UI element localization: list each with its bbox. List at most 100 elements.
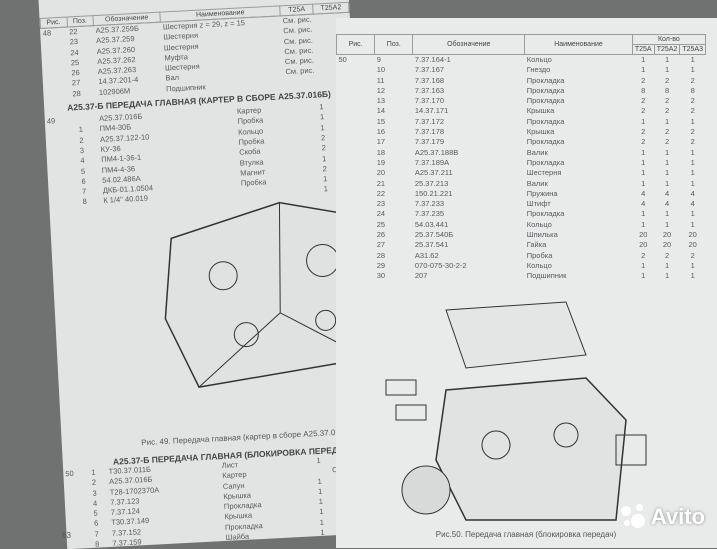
table-cell: Прокладка	[526, 137, 565, 147]
table-cell: 4	[690, 199, 695, 209]
table-cell: 7.37.189А	[414, 157, 450, 167]
column-header: Рис.	[336, 34, 376, 55]
table-cell: A25.37.188В	[414, 147, 459, 157]
table-cell: Гайка	[526, 240, 547, 250]
table-cell: 24	[376, 209, 386, 219]
table-cell: 1	[664, 65, 670, 75]
table-cell: 1	[690, 271, 695, 281]
page-number: 63	[62, 531, 71, 540]
table-cell	[337, 137, 375, 147]
table-cell: Пробка	[526, 250, 553, 260]
table-cell: 7.37.179	[414, 137, 445, 147]
table-cell: 1	[641, 168, 646, 178]
column-header: Поз.	[374, 34, 414, 55]
table-cell	[337, 96, 375, 106]
table-cell: 1	[641, 147, 646, 157]
table-cell: 25.37.540Б	[414, 230, 454, 240]
table-cell: 2	[690, 127, 695, 137]
table-cell: 15	[376, 116, 386, 126]
table-cell: 1	[664, 178, 670, 188]
table-cell: 20	[376, 168, 386, 178]
column-header: Наименование	[524, 34, 633, 55]
table-cell: 28	[376, 250, 386, 260]
table-cell: 4	[641, 188, 646, 198]
table-cell: 23	[376, 199, 386, 209]
table-cell	[337, 209, 375, 219]
table-cell: Кольцо	[526, 219, 552, 229]
table-cell: 20	[662, 240, 672, 250]
table-cell: 1	[690, 147, 695, 157]
table-cell: 7.37.167	[414, 65, 445, 75]
table-cell: 2	[664, 250, 670, 260]
table-cell: 1	[641, 157, 646, 167]
table-cell: 1	[641, 219, 646, 229]
table-cell: 207	[414, 271, 428, 281]
table-cell: 13	[376, 96, 386, 106]
table-cell: 1	[664, 260, 670, 270]
table-cell: 25.37.213	[414, 178, 449, 188]
table-cell	[337, 271, 375, 281]
table-cell	[67, 540, 94, 549]
avito-watermark: Avito	[620, 504, 705, 530]
table-cell	[337, 158, 375, 168]
table-cell: 26	[376, 230, 386, 240]
table-cell	[337, 230, 375, 240]
figure-50-caption: Рис.50. Передача главная (блокировка пер…	[435, 530, 617, 539]
table-cell: 2	[641, 106, 646, 116]
table-cell	[337, 117, 375, 127]
table-cell: 8	[664, 85, 670, 95]
table-cell: 2	[664, 137, 670, 147]
table-cell: 1	[641, 178, 646, 188]
table-cell: 25.37.541	[414, 240, 449, 250]
table-cell: 20	[662, 230, 672, 240]
table-cell: 150.21.221	[414, 188, 453, 198]
table-cell: 1	[690, 116, 695, 126]
table-cell: 4	[690, 188, 695, 198]
table-cell: Прокладка	[526, 85, 565, 95]
parts-table-right: Рис. Поз. Обозначение Наименование Кол-в…	[336, 34, 707, 282]
table-cell: 4	[664, 199, 670, 209]
table-cell: 070-075-30-2-2	[414, 260, 467, 270]
table-cell: 22	[376, 188, 386, 198]
table-cell: 1	[690, 178, 695, 188]
table-cell: 17	[376, 137, 386, 147]
table-cell	[337, 251, 375, 261]
table-cell: 1	[690, 65, 695, 75]
table-cell: 1	[641, 55, 646, 64]
table-cell: Прокладка	[526, 96, 565, 106]
table-cell: 9	[376, 55, 381, 64]
table-cell	[337, 240, 375, 250]
table-cell: 2	[690, 96, 695, 106]
table-cell: Пружина	[526, 188, 558, 198]
table-cell: 11	[376, 75, 385, 85]
table-cell: 19	[376, 157, 386, 167]
table-cell: 2	[664, 106, 670, 116]
table-cell: 50	[338, 55, 347, 64]
table-cell: 8	[82, 197, 87, 207]
table-cell: 10	[376, 65, 386, 75]
table-cell: См. рис.	[285, 66, 315, 77]
table-cell	[337, 220, 375, 230]
table-cell: 1	[664, 116, 670, 126]
table-cell: 1	[690, 157, 695, 167]
table-cell	[337, 148, 375, 158]
table-cell: 2	[641, 127, 646, 137]
column-header-quantity: Кол-во	[631, 34, 707, 45]
table-cell: 1	[641, 65, 646, 75]
column-header: T25A2	[653, 44, 681, 55]
table-cell: 1	[641, 209, 646, 219]
table-cell	[337, 76, 375, 86]
table-cell: 4	[641, 199, 646, 209]
table-cell: 2	[641, 96, 646, 106]
